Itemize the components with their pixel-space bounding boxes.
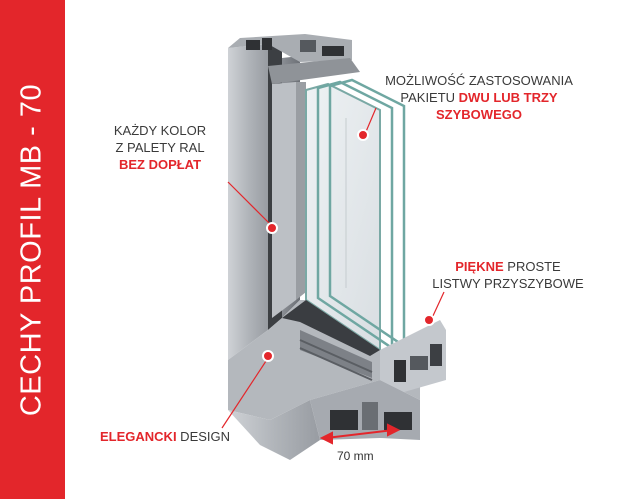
callout-beads-line1-plain: PROSTE — [503, 259, 561, 274]
callout-colour-line1: KAŻDY KOLOR — [113, 123, 207, 138]
callout-beads-highlight: PIĘKNE — [455, 259, 504, 274]
callout-colour: KAŻDY KOLOR Z PALETY RAL BEZ DOPŁAT — [95, 122, 225, 173]
callout-beads: PIĘKNE PROSTE LISTWY PRZYSZYBOWE — [420, 258, 596, 292]
callout-glazing: MOŻLIWOŚĆ ZASTOSOWANIA PAKIETU DWU LUB T… — [366, 72, 592, 123]
callout-design-highlight: ELEGANCKI — [100, 429, 177, 444]
callout-glazing-line2-plain: PAKIETU — [400, 90, 459, 105]
callout-beads-line2: LISTWY PRZYSZYBOWE — [432, 276, 584, 291]
glass-unit — [305, 78, 406, 352]
callout-dot-design — [262, 350, 274, 362]
callout-dot-beads — [423, 314, 435, 326]
sash-vertical — [272, 82, 306, 318]
callout-markers — [262, 129, 435, 362]
callout-leaders — [221, 107, 445, 429]
frame-mitre — [228, 300, 420, 420]
callout-beads-line1: PIĘKNE PROSTE — [420, 258, 596, 275]
dimension-arrow — [319, 423, 401, 445]
callout-glazing-line3: SZYBOWEGO — [436, 107, 522, 122]
callout-colour-highlight: BEZ DOPŁAT — [118, 157, 202, 172]
callout-design: ELEGANCKI DESIGN — [100, 428, 300, 445]
dimension-label: 70 mm — [337, 449, 374, 463]
frame-top-section — [228, 34, 360, 84]
frame-bottom — [228, 380, 420, 460]
glazing-bead — [380, 320, 446, 392]
callout-glazing-line2-highlight: DWU LUB TRZY — [458, 90, 558, 105]
callout-glazing-line1: MOŻLIWOŚĆ ZASTOSOWANIA — [385, 73, 573, 88]
callout-dot-glazing — [357, 129, 369, 141]
callout-dot-colour — [266, 222, 278, 234]
callout-design-plain: DESIGN — [176, 429, 231, 444]
callout-glazing-line2: PAKIETU DWU LUB TRZY — [366, 89, 592, 106]
callout-colour-line2: Z PALETY RAL — [115, 140, 205, 155]
side-banner: CECHY PROFIL MB - 70 — [0, 0, 65, 499]
